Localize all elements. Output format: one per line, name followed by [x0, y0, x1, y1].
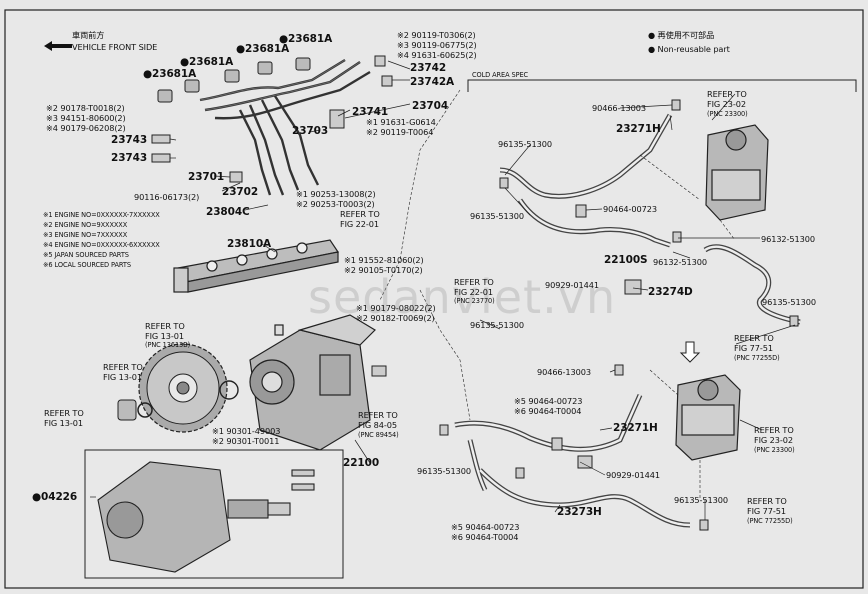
part-23681a-label[interactable]: ●23681A — [143, 68, 197, 80]
refer-fig-77-51-link[interactable]: REFER TO — [734, 333, 774, 343]
part-23810a-label[interactable]: 23810A — [227, 238, 272, 250]
refer-fig-77-51-link[interactable]: FIG 77-51 — [747, 506, 786, 516]
refer-fig-77-51-link[interactable]: (PNC 77255D) — [734, 354, 780, 362]
part-number-label[interactable]: ※2 90253-T0003(2) — [296, 199, 375, 209]
part-number-label[interactable]: ※2 90301-T0011 — [212, 436, 280, 446]
part-23701-label[interactable]: 23701 — [188, 171, 225, 183]
part-number-label[interactable]: 90116-06173(2) — [134, 192, 200, 202]
part-number-label[interactable]: 96135-51300 — [417, 466, 471, 476]
part-number-label[interactable]: 96135-51300 — [470, 320, 524, 330]
part-23681a-label[interactable]: ●23681A — [180, 56, 234, 68]
refer-fig-13-01-link[interactable]: FIG 13-01 — [145, 331, 184, 341]
part-number-label[interactable]: 96135-51300 — [498, 139, 552, 149]
part-number-label[interactable]: ※1 90301-49003 — [212, 426, 281, 436]
part-23743-label[interactable]: 23743 — [111, 152, 148, 164]
part-number-label[interactable]: ※1 91552-81060(2) — [344, 255, 424, 265]
part-number-label[interactable]: ※2 90119-T0064 — [366, 127, 434, 137]
refer-fig-84-05-link[interactable]: (PNC 89454) — [358, 431, 399, 439]
refer-fig-84-05-link[interactable]: REFER TO — [358, 410, 398, 420]
refer-fig-22-01-link[interactable]: FIG 22-01 — [340, 219, 379, 229]
part-number-label[interactable]: 90464-00723 — [603, 204, 657, 214]
part-number-label[interactable]: ※5 90464-00723 — [514, 396, 583, 406]
refer-fig-13-01-link[interactable]: FIG 13-01 — [103, 372, 142, 382]
refer-fig-13-01-link[interactable]: REFER TO — [44, 408, 84, 418]
part-number-label[interactable]: 96135-51300 — [470, 211, 524, 221]
part-23271h-label[interactable]: 23271H — [613, 422, 658, 434]
engine-note: ※5 JAPAN SOURCED PARTS — [43, 251, 129, 259]
refer-fig-23-02-link[interactable]: (PNC 23300) — [707, 110, 748, 118]
part-number-label[interactable]: ※1 90179-08022(2) — [356, 303, 436, 313]
refer-fig-13-01-link[interactable]: FIG 13-01 — [44, 418, 83, 428]
part-number-label[interactable]: ※5 90464-00723 — [451, 522, 520, 532]
part-number-label[interactable]: ※4 90179-06208(2) — [46, 123, 126, 133]
part-number-label[interactable]: 90929-01441 — [545, 280, 599, 290]
part-23742a-label[interactable]: 23742A — [410, 76, 455, 88]
part-number-label[interactable]: 96135-51300 — [762, 297, 816, 307]
part-number-label[interactable]: 90929-01441 — [606, 470, 660, 480]
engine-note: ※6 LOCAL SOURCED PARTS — [43, 261, 131, 269]
refer-fig-13-01-link[interactable]: REFER TO — [145, 321, 185, 331]
nonreusable-legend-jp: ● 再使用不可部品 — [648, 30, 715, 40]
refer-fig-23-02-link[interactable]: REFER TO — [754, 425, 794, 435]
part-number-label[interactable]: ※1 90253-13008(2) — [296, 189, 376, 199]
watermark: sedanviet.vn — [308, 270, 617, 324]
refer-fig-22-01-link[interactable]: REFER TO — [340, 209, 380, 219]
engine-note: ※1 ENGINE NO=0XXXXXX-7XXXXXX — [43, 211, 160, 219]
part-23741-label[interactable]: 23741 — [352, 106, 389, 118]
part-23273h-label[interactable]: 23273H — [557, 506, 602, 518]
part-number-label[interactable]: ※6 90464-T0004 — [514, 406, 582, 416]
refer-fig-22-01-link[interactable]: REFER TO — [454, 277, 494, 287]
part-23743-label[interactable]: 23743 — [111, 134, 148, 146]
part-number-label[interactable]: 90466-13003 — [537, 367, 591, 377]
engine-note: ※2 ENGINE NO=9XXXXXX — [43, 221, 128, 229]
part-number-label[interactable]: ※2 90182-T0069(2) — [356, 313, 435, 323]
part-22100s-label[interactable]: 22100S — [604, 254, 648, 266]
front-label-jp: 車両前方 — [72, 30, 105, 40]
part-23804c-label[interactable]: 23804C — [206, 206, 250, 218]
refer-fig-77-51-link[interactable]: FIG 77-51 — [734, 343, 773, 353]
part-23702-label[interactable]: 23702 — [222, 186, 259, 198]
front-label-en: VEHICLE FRONT SIDE — [72, 42, 158, 52]
part-number-label[interactable]: ※3 94151-80600(2) — [46, 113, 126, 123]
refer-fig-77-51-link[interactable]: (PNC 77255D) — [747, 517, 793, 525]
nonreusable-legend-en: ● Non-reusable part — [648, 44, 730, 54]
part-23274d-label[interactable]: 23274D — [648, 286, 693, 298]
part-number-label[interactable]: ※2 90105-T0170(2) — [344, 265, 423, 275]
vehicle-front-arrow-icon — [44, 41, 72, 51]
part-number-label[interactable]: 96135-51300 — [674, 495, 728, 505]
part-number-label[interactable]: 96132-51300 — [653, 257, 707, 267]
refer-fig-23-02-link[interactable]: FIG 23-02 — [707, 99, 746, 109]
part-number-label[interactable]: 90466-13003 — [592, 103, 646, 113]
part-number-label[interactable]: ※2 90178-T0018(2) — [46, 103, 125, 113]
part-23681a-label[interactable]: ●23681A — [279, 33, 333, 45]
part-number-label[interactable]: ※2 90119-T0306(2) — [397, 30, 476, 40]
refer-fig-23-02-link[interactable]: FIG 23-02 — [754, 435, 793, 445]
part-number-label[interactable]: ※4 91631-60625(2) — [397, 50, 477, 60]
part-number-label[interactable]: 96132-51300 — [761, 234, 815, 244]
part-22100-label[interactable]: 22100 — [343, 457, 380, 469]
part-number-label[interactable]: ※3 90119-06775(2) — [397, 40, 477, 50]
refer-fig-13-01-link[interactable]: (PNC 13613B) — [145, 341, 191, 349]
engine-note: ※3 ENGINE NO=7XXXXXX — [43, 231, 128, 239]
refer-fig-23-02-link[interactable]: REFER TO — [707, 89, 747, 99]
part-number-label[interactable]: ※6 90464-T0004 — [451, 532, 519, 542]
part-04226-label[interactable]: ●04226 — [32, 491, 78, 503]
drive-gear-icon — [138, 343, 228, 433]
refer-fig-23-02-link[interactable]: (PNC 23300) — [754, 446, 795, 454]
part-23703-label[interactable]: 23703 — [292, 125, 329, 137]
part-number-label[interactable]: ※1 91631-G0614 — [366, 117, 436, 127]
part-23681a-label[interactable]: ●23681A — [236, 43, 290, 55]
part-23271h-label[interactable]: 23271H — [616, 123, 661, 135]
cold-area-spec-label: COLD AREA SPEC — [472, 71, 529, 79]
refer-fig-77-51-link[interactable]: REFER TO — [747, 496, 787, 506]
part-23704-label[interactable]: 23704 — [412, 100, 449, 112]
refer-fig-22-01-link[interactable]: FIG 22-01 — [454, 287, 493, 297]
part-23742-label[interactable]: 23742 — [410, 62, 447, 74]
refer-fig-84-05-link[interactable]: FIG 84-05 — [358, 420, 397, 430]
refer-fig-22-01-link[interactable]: (PNC 23770) — [454, 297, 495, 305]
refer-fig-13-01-link[interactable]: REFER TO — [103, 362, 143, 372]
engine-note: ※4 ENGINE NO=0XXXXXX-6XXXXXX — [43, 241, 160, 249]
